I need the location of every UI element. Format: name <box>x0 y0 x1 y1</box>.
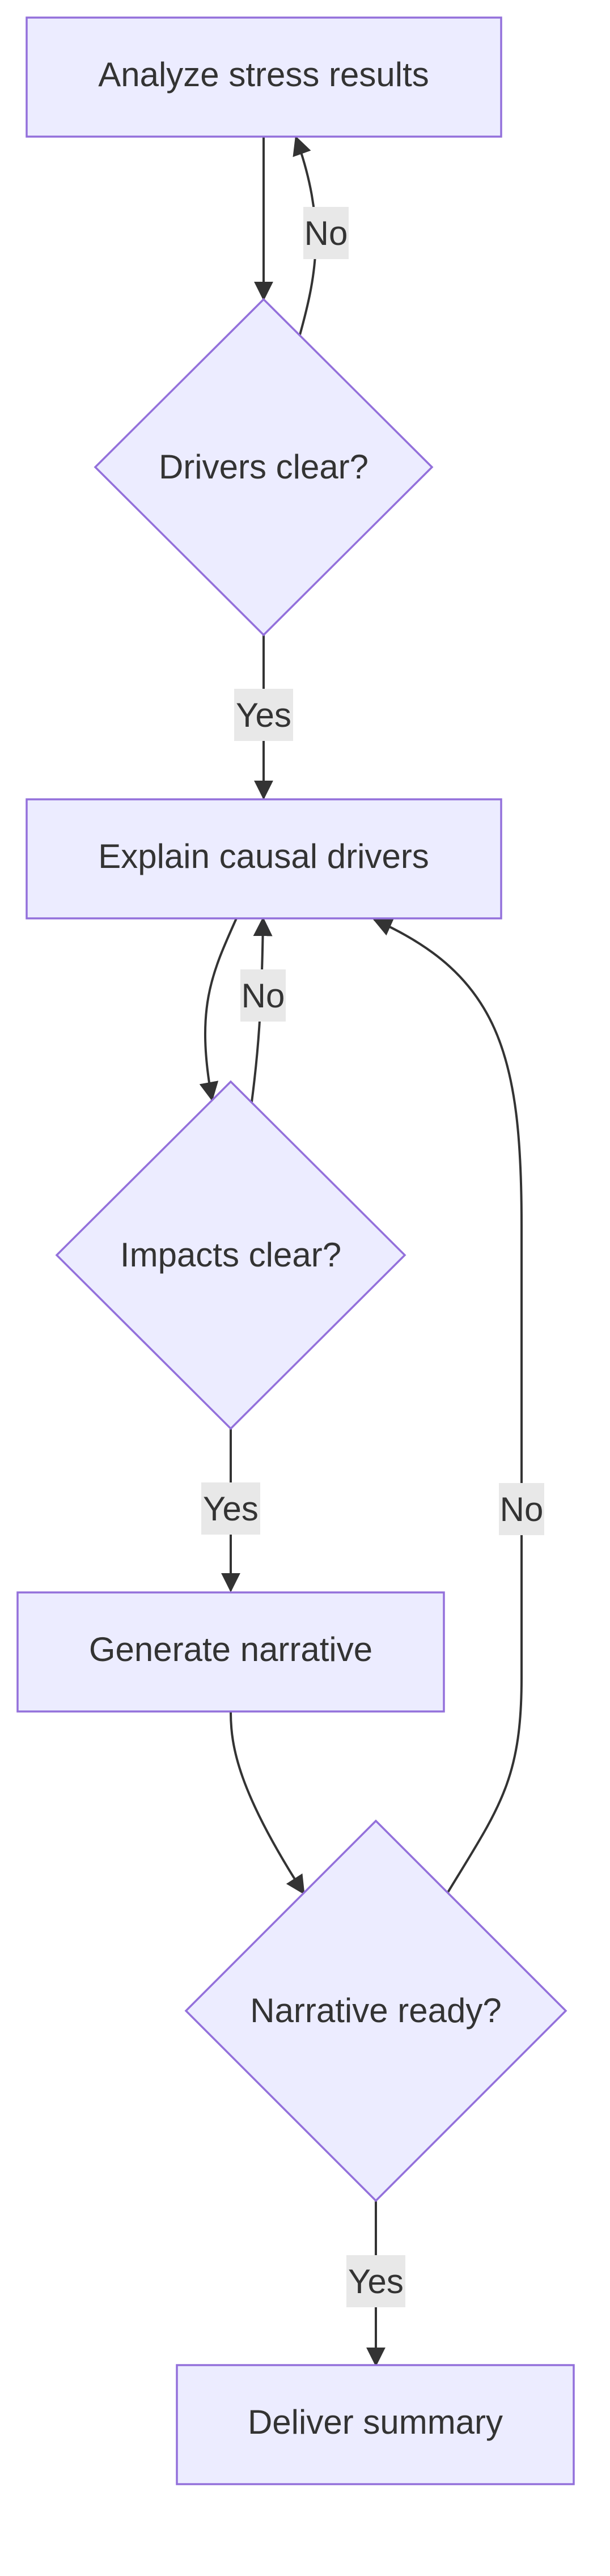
node-generate-narrative[interactable]: Generate narrative <box>16 1591 445 1713</box>
edge-generate-to-ready <box>230 1711 305 1895</box>
edge-label-ready-no-text: No <box>500 1490 544 1528</box>
edge-label-drivers-no-text: No <box>304 214 348 252</box>
node-drivers-clear[interactable]: Drivers clear? <box>94 298 434 637</box>
node-explain-causal-drivers[interactable]: Explain causal drivers <box>26 798 502 920</box>
edge-labels: No Yes No Yes No Yes <box>201 207 544 2307</box>
node-drivers-clear-label: Drivers clear? <box>159 448 368 486</box>
edge-label-drivers-yes: Yes <box>234 689 293 741</box>
node-analyze-label: Analyze stress results <box>98 56 429 94</box>
edge-label-impacts-yes-text: Yes <box>203 1490 259 1528</box>
edge-label-ready-no: No <box>499 1483 544 1535</box>
edge-label-impacts-yes: Yes <box>201 1482 260 1535</box>
node-generate-label: Generate narrative <box>89 1630 372 1668</box>
edge-label-impacts-no: No <box>240 969 286 1022</box>
node-narrative-ready-label: Narrative ready? <box>250 1992 502 2030</box>
edge-explain-to-impacts <box>199 918 238 1101</box>
edge-label-ready-yes: Yes <box>346 2255 405 2307</box>
edge-impacts-no-loop <box>251 917 273 1103</box>
node-explain-label: Explain causal drivers <box>98 837 429 875</box>
node-narrative-ready[interactable]: Narrative ready? <box>184 1819 567 2202</box>
edge-label-impacts-no-text: No <box>242 977 285 1015</box>
edge-ready-no-loop <box>372 918 523 1893</box>
node-deliver-summary[interactable]: Deliver summary <box>176 2364 575 2485</box>
edge-label-ready-yes-text: Yes <box>348 2263 404 2300</box>
edge-label-drivers-yes-text: Yes <box>236 696 291 734</box>
nodes: Analyze stress results Drivers clear? Ex… <box>16 16 575 2485</box>
node-deliver-label: Deliver summary <box>248 2403 503 2441</box>
edge-label-drivers-no: No <box>303 207 349 259</box>
node-impacts-clear[interactable]: Impacts clear? <box>55 1080 406 1430</box>
node-impacts-clear-label: Impacts clear? <box>120 1236 341 1274</box>
node-analyze-stress-results[interactable]: Analyze stress results <box>26 16 502 138</box>
